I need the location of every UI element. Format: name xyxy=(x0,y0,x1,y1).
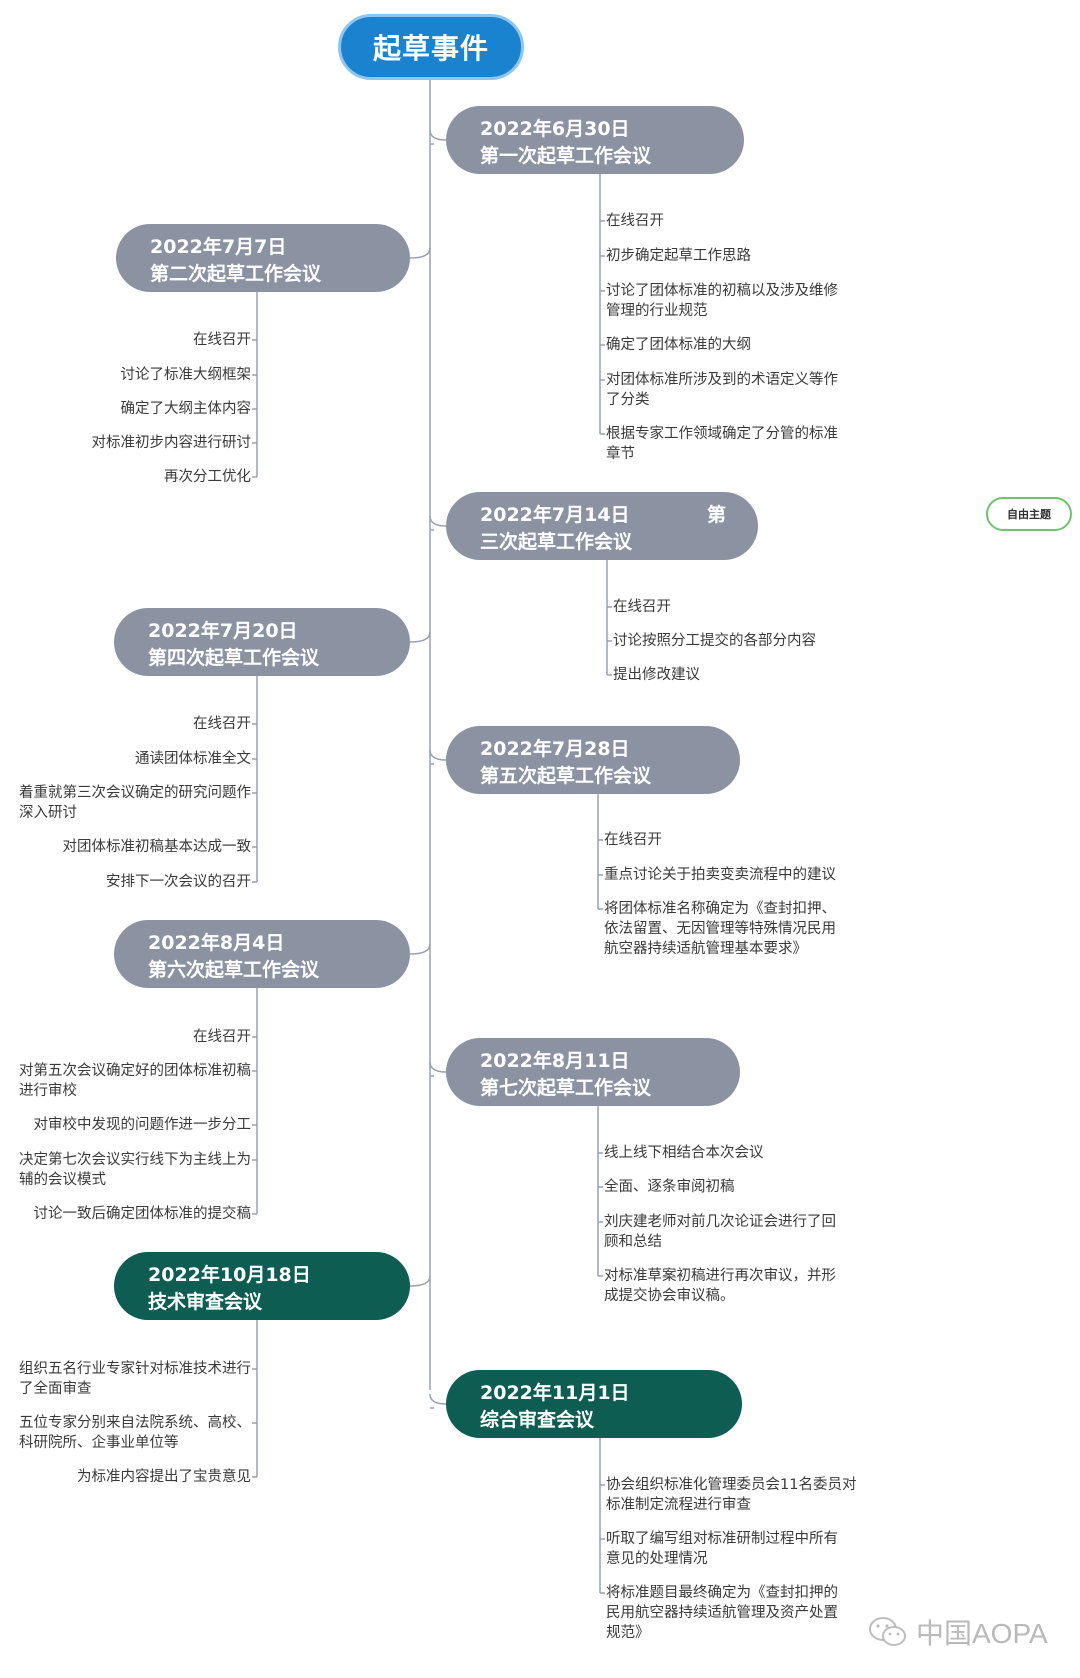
meeting-item: 安排下一次会议的召开 xyxy=(106,874,251,890)
meeting-title: 综合审查会议 xyxy=(480,1409,595,1431)
meeting-node-7[interactable]: 2022年8月11日 第七次起草工作会议 xyxy=(446,1038,740,1106)
meeting-item: 为标准内容提出了宝贵意见 xyxy=(77,1469,251,1485)
meeting-item: 在线召开 xyxy=(193,332,251,348)
connector-curve xyxy=(429,515,447,527)
meeting-title: 第四次起草工作会议 xyxy=(148,647,320,669)
meeting-item: 讨论了团体标准的初稿以及涉及维修 管理的行业规范 xyxy=(606,283,838,319)
meeting-item: 协会组织标准化管理委员会11名委员对 标准制定流程进行审查 xyxy=(606,1477,857,1513)
review-node-technical[interactable]: 2022年10月18日 技术审查会议 xyxy=(114,1252,410,1320)
meeting-item: 听取了编写组对标准研制过程中所有 意见的处理情况 xyxy=(606,1531,838,1567)
meeting-item: 通读团体标准全文 xyxy=(135,751,251,767)
meeting-item: 决定第七次会议实行线下为主线上为 辅的会议模式 xyxy=(19,1152,251,1188)
meeting-date: 2022年8月11日 xyxy=(480,1050,630,1072)
meeting-title: 第一次起草工作会议 xyxy=(480,145,652,167)
connector-curve xyxy=(409,247,431,259)
meeting-title: 技术审查会议 xyxy=(148,1291,263,1313)
wechat-icon xyxy=(869,1617,906,1646)
meeting-date: 2022年7月28日 xyxy=(480,738,630,760)
free-topic-node[interactable]: 自由主题 xyxy=(986,497,1072,531)
meeting-item: 组织五名行业专家针对标准技术进行 了全面审查 xyxy=(19,1361,251,1397)
meeting-date: 2022年6月30日 xyxy=(480,118,630,140)
meeting-item: 提出修改建议 xyxy=(613,667,700,683)
connector-curve xyxy=(409,631,431,643)
meeting-item: 线上线下相结合本次会议 xyxy=(604,1145,764,1161)
meeting-item: 初步确定起草工作思路 xyxy=(606,248,751,264)
meeting-node-4[interactable]: 2022年7月20日 第四次起草工作会议 xyxy=(114,608,410,676)
connector-curve xyxy=(429,749,447,761)
meeting-item: 对审校中发现的问题作进一步分工 xyxy=(33,1117,252,1133)
connector-curve xyxy=(429,1061,447,1073)
meeting-item: 在线召开 xyxy=(606,213,664,229)
meeting-item: 在线召开 xyxy=(604,832,662,848)
meeting-node-6[interactable]: 2022年8月4日 第六次起草工作会议 xyxy=(114,920,410,988)
meeting-item: 讨论了标准大纲框架 xyxy=(120,367,252,383)
connector-curve xyxy=(429,129,447,141)
meeting-item: 确定了团体标准的大纲 xyxy=(606,337,751,353)
meeting-title: 第六次起草工作会议 xyxy=(148,959,320,981)
meeting-item: 在线召开 xyxy=(613,599,671,615)
meeting-date: 2022年11月1日 xyxy=(480,1382,630,1404)
connector-curve xyxy=(429,1393,447,1405)
meeting-item: 将团体标准名称确定为《查封扣押、 依法留置、无因管理等特殊情况民用 航空器持续适… xyxy=(604,901,836,957)
meeting-item: 确定了大纲主体内容 xyxy=(120,401,252,417)
meeting-item: 对标准草案初稿进行再次审议，并形 成提交协会审议稿。 xyxy=(604,1268,836,1304)
meeting-date: 2022年10月18日 xyxy=(148,1264,311,1286)
meeting-item: 对团体标准所涉及到的术语定义等作 了分类 xyxy=(606,372,838,408)
meeting-date-text: 2022年7月14日 xyxy=(480,504,630,526)
meeting-item: 刘庆建老师对前几次论证会进行了回 顾和总结 xyxy=(604,1214,836,1250)
review-node-comprehensive[interactable]: 2022年11月1日 综合审查会议 xyxy=(446,1370,742,1438)
meeting-node-5[interactable]: 2022年7月28日 第五次起草工作会议 xyxy=(446,726,740,794)
meeting-date: 2022年7月20日 xyxy=(148,620,298,642)
meeting-title: 第七次起草工作会议 xyxy=(480,1077,652,1099)
meeting-item: 对团体标准初稿基本达成一致 xyxy=(62,839,252,855)
meeting-item: 全面、逐条审阅初稿 xyxy=(604,1179,735,1195)
root-topic[interactable]: 起草事件 xyxy=(338,14,524,80)
meeting-date: 2022年7月14日 第 xyxy=(480,502,736,529)
meeting-date: 2022年7月7日 xyxy=(150,236,287,258)
meeting-item: 重点讨论关于拍卖变卖流程中的建议 xyxy=(604,867,836,883)
meeting-node-3[interactable]: 2022年7月14日 第 三次起草工作会议 xyxy=(446,492,758,560)
connector-curve xyxy=(409,1275,431,1287)
meeting-item: 讨论一致后确定团体标准的提交稿 xyxy=(33,1206,252,1222)
connector-curve xyxy=(409,943,431,955)
meeting-item: 在线召开 xyxy=(193,1029,251,1045)
meeting-item: 讨论按照分工提交的各部分内容 xyxy=(613,633,816,649)
meeting-item: 再次分工优化 xyxy=(164,469,251,485)
meeting-title: 第五次起草工作会议 xyxy=(480,765,652,787)
meeting-title: 第二次起草工作会议 xyxy=(150,263,322,285)
meeting-item: 对第五次会议确定好的团体标准初稿 进行审校 xyxy=(19,1063,251,1099)
watermark: 中国AOPA xyxy=(868,1612,1048,1652)
meeting-date: 2022年8月4日 xyxy=(148,932,285,954)
meeting-node-1[interactable]: 2022年6月30日 第一次起草工作会议 xyxy=(446,106,744,174)
meeting-date-suffix: 第 xyxy=(706,504,726,526)
meeting-node-2[interactable]: 2022年7月7日 第二次起草工作会议 xyxy=(116,224,410,292)
meeting-item: 五位专家分别来自法院系统、高校、 科研院所、企事业单位等 xyxy=(19,1415,251,1451)
meeting-item: 将标准题目最终确定为《查封扣押的 民用航空器持续适航管理及资产处置 规范》 xyxy=(606,1585,838,1641)
meeting-item: 对标准初步内容进行研讨 xyxy=(91,435,252,451)
meeting-title: 三次起草工作会议 xyxy=(480,531,633,553)
meeting-item: 根据专家工作领域确定了分管的标准 章节 xyxy=(606,426,838,462)
meeting-item: 在线召开 xyxy=(193,716,251,732)
meeting-item: 着重就第三次会议确定的研究问题作 深入研讨 xyxy=(19,785,251,821)
watermark-text: 中国AOPA xyxy=(916,1618,1048,1649)
